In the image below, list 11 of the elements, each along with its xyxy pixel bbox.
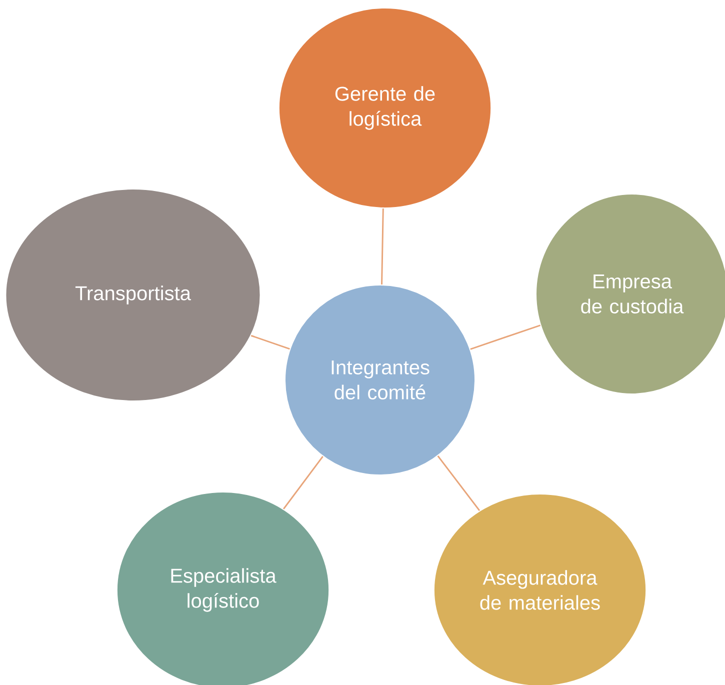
circle-node: Gerente de logística	[278, 8, 492, 208]
circle-node: Especialista logístico	[116, 492, 330, 685]
connector-line	[282, 456, 324, 510]
connector-line	[250, 334, 290, 350]
connector-line	[470, 324, 541, 350]
connector-line	[437, 456, 480, 512]
circle-node: Empresa de custodia	[536, 194, 725, 394]
circle-node: Aseguradora de materiales	[433, 494, 647, 685]
connector-line	[381, 208, 384, 285]
circle-node: Transportista	[5, 188, 261, 402]
circle-node: Integrantes del comité	[284, 284, 476, 476]
